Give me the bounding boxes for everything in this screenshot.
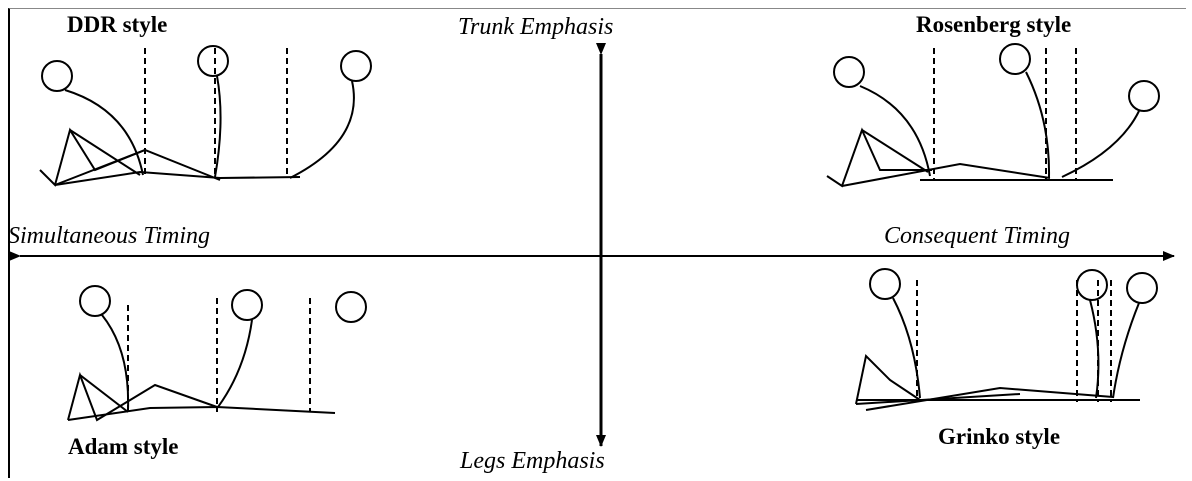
rosenberg-style-figure (827, 44, 1159, 186)
rosenberg-style-label: Rosenberg style (916, 12, 1071, 38)
grinko-style-figure (856, 269, 1157, 410)
trunk-emphasis-label: Trunk Emphasis (458, 14, 613, 41)
ddr-style-label: DDR style (67, 12, 167, 38)
ddr-style-figure (40, 46, 371, 185)
adam-style-label: Adam style (68, 434, 179, 460)
adam-style-figure (68, 286, 366, 420)
legs-emphasis-label: Legs Emphasis (460, 448, 605, 475)
simultaneous-timing-label: Simultaneous Timing (8, 223, 210, 250)
consequent-timing-label: Consequent Timing (884, 223, 1070, 250)
grinko-style-label: Grinko style (938, 424, 1060, 450)
